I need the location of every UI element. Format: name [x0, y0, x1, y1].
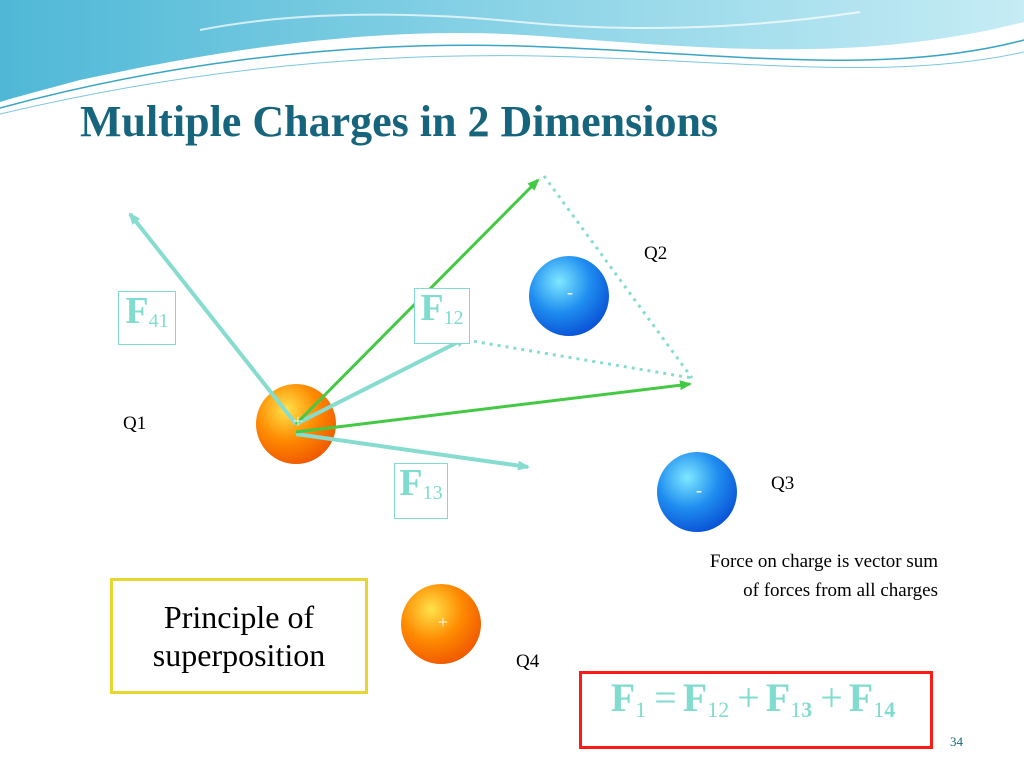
equation-term-3-letter: F: [848, 675, 874, 720]
force-label-f13-letter: F: [399, 462, 423, 504]
force-label-f41-subscript: 41: [148, 310, 169, 332]
equation-lhs-subscript: 1: [635, 697, 647, 722]
force-vector-f41: [128, 212, 298, 426]
charge-q1-sign: +: [292, 411, 304, 431]
equation-term-2-letter: F: [765, 675, 791, 720]
charge-q2-label: Q2: [644, 243, 668, 264]
charge-q2-sign: -: [567, 282, 573, 302]
construction-line-bottom: [465, 338, 693, 380]
resultant-vector-right: [295, 380, 692, 434]
charge-q3-sign: -: [696, 480, 702, 500]
charge-q4: [401, 584, 481, 664]
force-vector-f13: [295, 432, 530, 471]
principle-line-1: Principle of: [163, 598, 315, 635]
force-label-f12-subscript: 12: [443, 307, 464, 329]
note-line-2: of forces from all charges: [743, 579, 938, 601]
wave-banner: [0, 0, 1024, 115]
charge-q3: [657, 452, 737, 532]
force-label-f41-letter: F: [125, 290, 149, 332]
principle-line-2: superposition: [152, 637, 326, 673]
equation-term-1-letter: F: [682, 675, 708, 720]
equation-term-1-subscript: 12: [707, 697, 730, 722]
charge-q4-label: Q4: [516, 651, 540, 672]
equation-term-2-subscript: 13: [790, 697, 813, 722]
equation-equals-sign: =: [654, 675, 677, 720]
force-label-f13-subscript: 13: [422, 482, 443, 504]
vector-sum-note: Force on charge is vector sum of forces …: [600, 548, 938, 605]
equation-lhs-letter: F: [610, 675, 636, 720]
principle-box: Principle of superposition: [110, 578, 368, 694]
construction-line-top: [542, 175, 694, 379]
equation-plus-sign-2: +: [820, 675, 843, 720]
note-line-1: Force on charge is vector sum: [709, 551, 938, 572]
charge-q1-label: Q1: [123, 413, 147, 434]
charge-q4-sign: +: [437, 612, 449, 632]
equation-plus-sign-1: +: [737, 675, 760, 720]
slide-title: Multiple Charges in 2 Dimensions: [80, 97, 719, 146]
force-vector-f12: [295, 336, 468, 426]
charge-q3-label: Q3: [771, 473, 795, 494]
charge-q2: [529, 256, 609, 336]
page-number: 34: [950, 734, 963, 749]
force-label-f12-letter: F: [420, 287, 444, 329]
equation-term-3-subscript: 14: [873, 697, 896, 722]
